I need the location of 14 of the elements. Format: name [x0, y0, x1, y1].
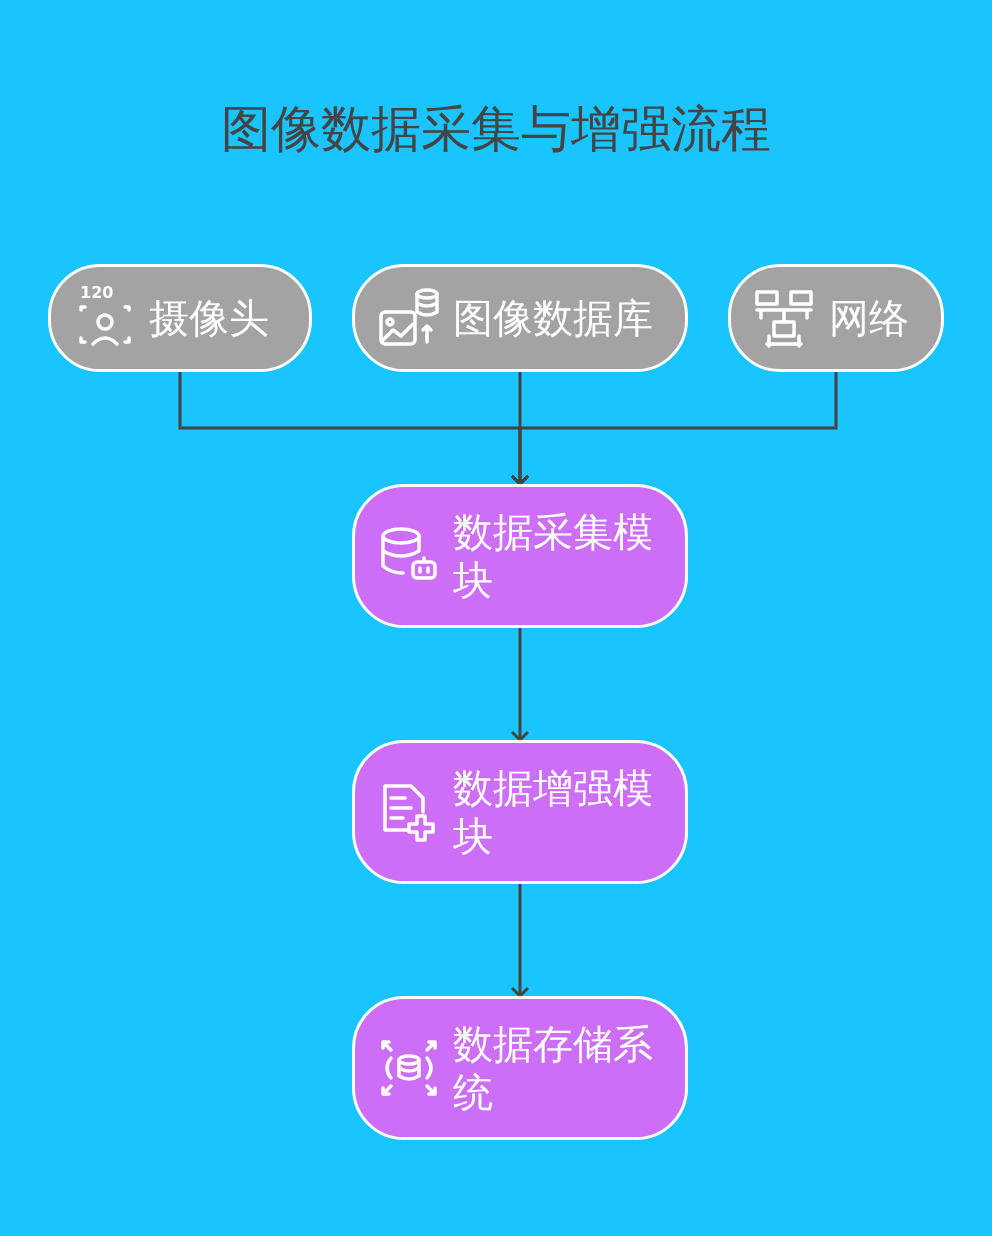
icon-number: 120 — [80, 284, 114, 302]
node-label: 数据采集模块 — [453, 508, 654, 604]
process-box — [352, 484, 688, 628]
node-label: 摄像头 — [149, 294, 270, 342]
process-box — [352, 740, 688, 884]
node-label: 数据存储系统 — [453, 1020, 654, 1116]
node-label: 网络 — [829, 294, 910, 342]
node-label: 数据增强模块 — [453, 764, 654, 860]
arrow — [510, 372, 838, 486]
arrow — [510, 628, 530, 742]
node-label: 图像数据库 — [453, 294, 654, 342]
title: 图像数据采集与增强流程 — [220, 99, 772, 160]
arrow — [510, 884, 530, 998]
process-box — [352, 996, 688, 1140]
